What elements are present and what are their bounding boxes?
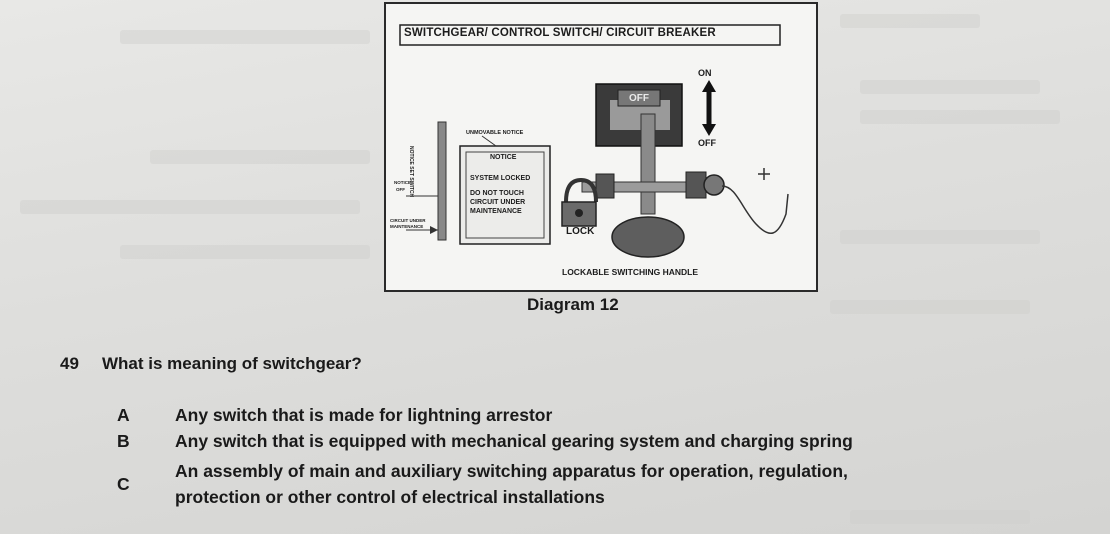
option-text: Any switch that is made for lightning ar… [175,405,553,425]
notice-line-2: DO NOT TOUCH [470,190,524,197]
arrow-down-head [702,124,716,136]
off-flag-label: OFF [629,93,649,104]
side-label-off: OFF [396,187,405,192]
lock-wheel [703,174,725,196]
bleed-through-line [840,230,1040,244]
pointer-line [481,135,497,147]
bleed-through-line [830,300,1030,314]
side-label-circuit: CIRCUIT UNDER [390,218,426,223]
padlock-shackle [564,177,598,203]
arrow-up-head [702,80,716,92]
cable-end [758,168,770,180]
diagram-caption: Diagram 12 [527,295,619,314]
lever-arm [640,113,656,215]
option-letter: A [117,405,130,425]
bleed-through-line [20,200,360,214]
bleed-through-line [850,510,1030,524]
switchgear-diagram: SWITCHGEAR/ CONTROL SWITCH/ CIRCUIT BREA… [384,2,818,292]
option-text-line-2: protection or other control of electrica… [175,487,605,507]
pointer-head [430,226,438,234]
notice-line-3: CIRCUIT UNDER [470,199,526,206]
tag-header: UNMOVABLE NOTICE [466,130,524,136]
bleed-through-line [840,14,980,28]
notice-line-4: MAINTENANCE [470,208,522,215]
left-clamp [595,173,615,199]
option-text-line-1: An assembly of main and auxiliary switch… [175,461,848,481]
side-label-maintenance: MAINTENANCE [390,224,424,229]
option-text: Any switch that is equipped with mechani… [175,431,853,451]
right-clamp [685,171,707,199]
bleed-through-line [860,110,1060,124]
notice-switch-bar [437,121,447,241]
notice-line-1: SYSTEM LOCKED [470,175,531,182]
bleed-through-line [860,80,1040,94]
question-number: 49 [60,354,79,373]
question-49: 49 What is meaning of switchgear? [60,354,362,374]
question-text: What is meaning of switchgear? [102,354,362,373]
notice-board [459,145,551,245]
cable [721,185,789,234]
lock-label: LOCK [566,226,595,237]
bleed-through-line [120,30,370,44]
padlock-keyhole [575,209,583,217]
notice-inner [465,151,545,239]
handle-paddle [611,216,685,258]
option-c[interactable]: C An assembly of main and auxiliary swit… [117,461,1057,509]
on-label: ON [698,68,712,78]
off-flag-box [617,89,661,107]
off-label: OFF [698,138,716,148]
diagram-drawing [399,24,789,258]
handle-label: LOCKABLE SWITCHING HANDLE [562,267,698,277]
notice-title: NOTICE [490,154,517,161]
option-letter: B [117,431,130,451]
title-box [399,24,781,46]
vertical-label: NOTICE SET SWITCH [408,146,414,198]
bleed-through-line [150,150,370,164]
option-letter: C [117,474,130,494]
bleed-through-line [120,245,370,259]
diagram-title: SWITCHGEAR/ CONTROL SWITCH/ CIRCUIT BREA… [404,27,716,39]
side-label-notice: NOTICE [394,180,412,185]
